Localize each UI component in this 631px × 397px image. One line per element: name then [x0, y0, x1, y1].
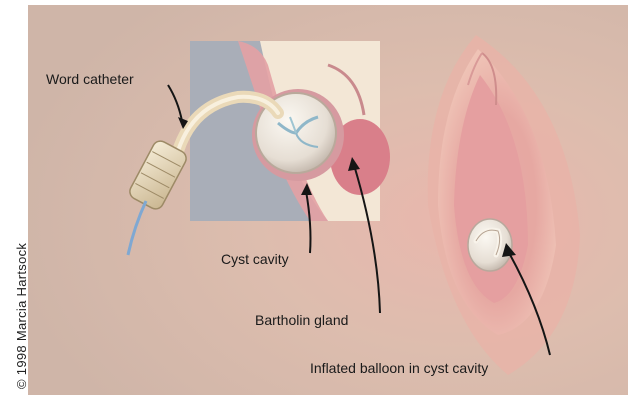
anatomy-illustration: [28, 5, 628, 395]
vulva-balloon: [468, 219, 512, 271]
illustration-frame: Word catheter Cyst cavity Bartholin glan…: [28, 5, 628, 395]
label-cyst-cavity: Cyst cavity: [221, 251, 289, 267]
label-word-catheter: Word catheter: [46, 71, 134, 87]
copyright-strip: © 1998 Marcia Hartsock: [0, 0, 28, 397]
label-bartholin-gland: Bartholin gland: [255, 312, 348, 328]
label-inflated-balloon: Inflated balloon in cyst cavity: [310, 360, 488, 376]
copyright-credit: © 1998 Marcia Hartsock: [14, 243, 29, 389]
